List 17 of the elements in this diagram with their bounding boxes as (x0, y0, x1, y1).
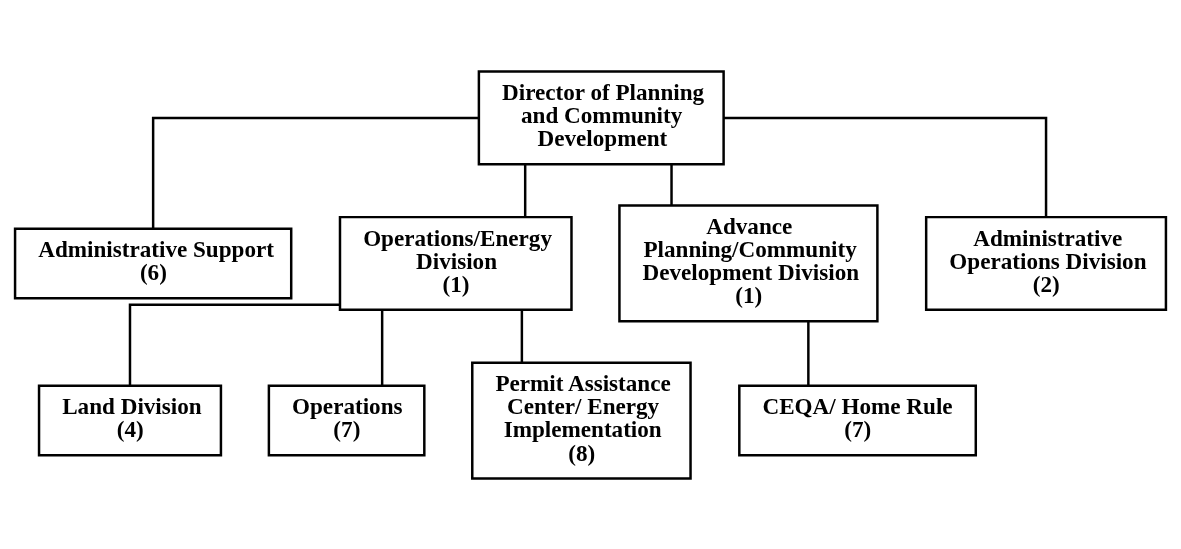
connector (723, 116, 1048, 217)
node-box: CEQA/ Home Rule (7) (738, 384, 977, 456)
connector (380, 309, 384, 386)
connector (670, 164, 673, 205)
connector (151, 116, 479, 228)
connector (807, 320, 810, 385)
node-box: Operations (7) (267, 384, 426, 456)
connector (128, 303, 340, 386)
connector (523, 164, 527, 217)
node-box: Administrative Support (6) (13, 226, 293, 299)
node-box: Director of Planning and Community Development (477, 69, 725, 165)
node-box: Administrative Operations Division (2) (924, 215, 1168, 311)
node-box: Land Division (4) (37, 384, 223, 456)
node-box: Advance Planning/Community Development Division (1) (618, 203, 879, 323)
connector (520, 309, 524, 363)
node-box: Permit Assistance Center/ Energy Implementation (8) (471, 360, 692, 480)
node-box: Operations/Energy Division (1) (338, 215, 573, 311)
